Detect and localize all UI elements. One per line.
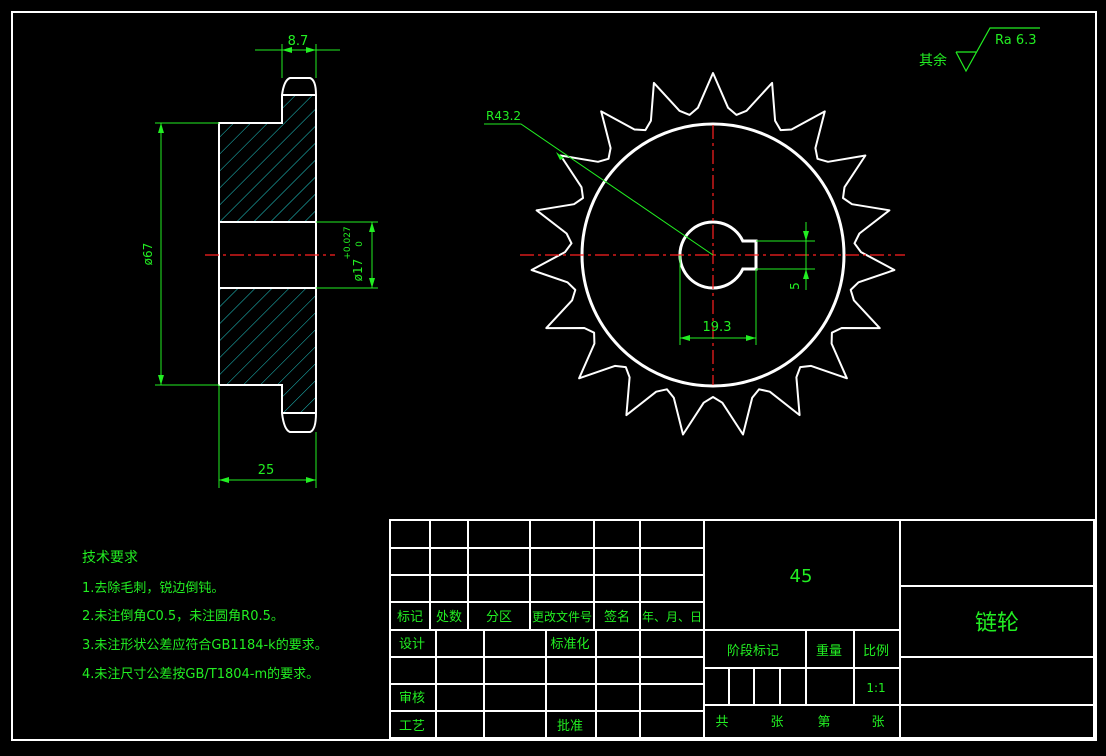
tb-header-date: 年、月、日 <box>642 610 702 624</box>
title-block: 标记 处数 分区 更改文件号 签名 年、月、日 设计 标准化 审核 工艺 批准 … <box>389 519 1095 739</box>
dim-length: 25 <box>258 463 275 478</box>
tb-header-mark: 标记 <box>397 610 423 625</box>
tb-approve-label: 批准 <box>557 719 583 734</box>
notes-item: 4.未注尺寸公差按GB/T1804-m的要求。 <box>82 666 319 682</box>
bore-with-keyway <box>678 220 758 290</box>
notes-item: 3.未注形状公差应符合GB1184-k的要求。 <box>82 637 328 653</box>
tb-scale-value: 1:1 <box>866 681 885 695</box>
dim-bore-tol-lower: 0 <box>355 241 365 247</box>
tb-design-label: 设计 <box>399 637 425 652</box>
tb-sheet-unit-label: 张 <box>871 715 884 730</box>
dim-radius: R43.2 <box>486 109 521 123</box>
dim-keyway-width: 5 <box>788 282 802 290</box>
tb-material: 45 <box>790 566 813 587</box>
dim-hub-width: 8.7 <box>288 34 309 49</box>
tb-standardization-label: 标准化 <box>550 637 589 652</box>
notes-item: 2.未注倒角C0.5，未注圆角R0.5。 <box>82 609 284 624</box>
tb-sheets-label: 张 <box>770 715 783 730</box>
tb-total-label: 共 <box>715 715 728 730</box>
tb-review-label: 审核 <box>399 691 425 706</box>
surface-finish-value: Ra 6.3 <box>995 33 1037 48</box>
front-view: R43.2 19.3 5 <box>484 72 905 436</box>
surface-finish-symbol: 其余 Ra 6.3 <box>919 27 1040 73</box>
tb-part-name: 链轮 <box>975 611 1019 636</box>
tb-header-count: 处数 <box>436 610 462 625</box>
dim-outer-dia: ø67 <box>141 243 155 266</box>
dim-keyway-depth: 19.3 <box>703 320 732 335</box>
tb-sheet-no-label: 第 <box>817 715 830 730</box>
side-section-top-hatch <box>219 95 316 222</box>
dim-bore-tol-upper: +0.027 <box>343 226 353 259</box>
tb-process-label: 工艺 <box>399 719 425 734</box>
tb-weight-label: 重量 <box>816 643 842 659</box>
dim-bore: ø17 <box>351 259 365 282</box>
notes-item: 1.去除毛刺，锐边倒钝。 <box>82 581 224 596</box>
sprocket-teeth-outline <box>530 72 896 436</box>
surface-finish-prefix: 其余 <box>919 52 947 69</box>
tb-header-change-doc: 更改文件号 <box>532 609 592 624</box>
notes-title: 技术要求 <box>82 550 138 566</box>
tb-header-signature: 签名 <box>604 609 630 625</box>
tb-stage-label: 阶段标记 <box>727 644 779 659</box>
side-section-bottom-hatch <box>219 288 316 413</box>
drawing-frame <box>11 11 1097 741</box>
tb-scale-label: 比例 <box>863 644 889 659</box>
tb-header-zone: 分区 <box>486 610 512 625</box>
technical-notes: 技术要求 1.去除毛刺，锐边倒钝。 2.未注倒角C0.5，未注圆角R0.5。 3… <box>82 550 328 682</box>
side-view: 8.7 ø67 ø17 +0.027 0 25 <box>141 34 378 488</box>
